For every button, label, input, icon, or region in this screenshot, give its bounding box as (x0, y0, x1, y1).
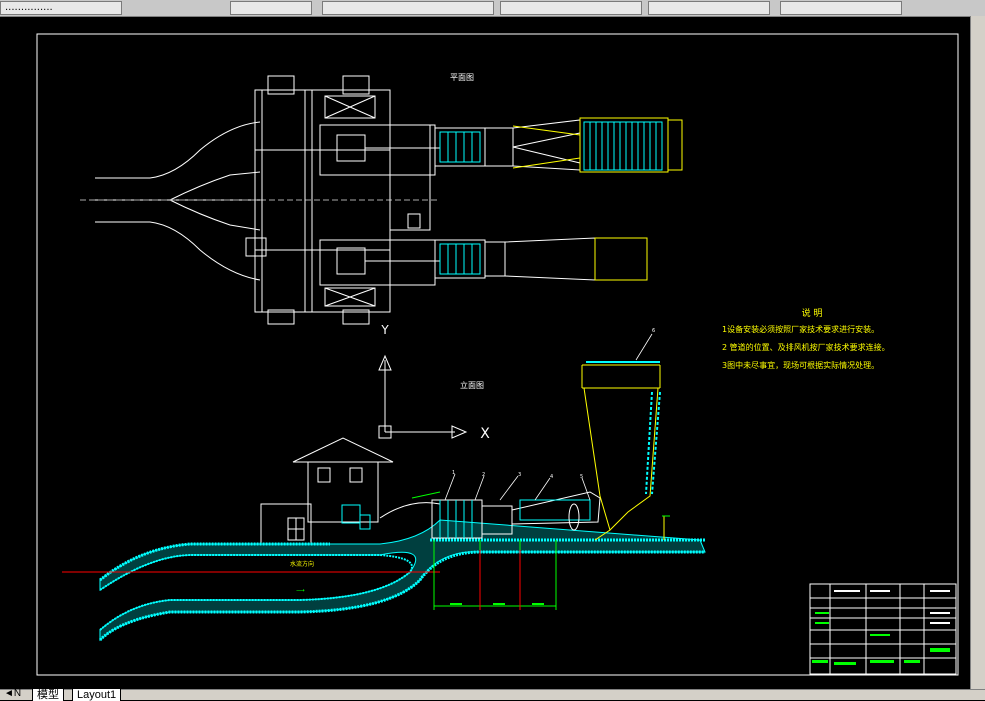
notes-block: 说 明 1设备安装必须按照厂家技术要求进行安装。 2 管道的位置、及排风机按厂家… (722, 307, 890, 370)
toolbar-segment[interactable] (500, 1, 642, 15)
elevation-pumps (431, 491, 601, 539)
window-toolbar: ............... (0, 0, 985, 17)
tab-model[interactable]: 模型 (32, 688, 64, 701)
axis-y-label: Y (380, 323, 389, 337)
title-block-text (812, 612, 950, 665)
vertical-scrollbar[interactable] (970, 16, 985, 692)
callout-leaders (444, 333, 653, 501)
note-1: 1设备安装必须按照厂家技术要求进行安装。 (722, 324, 879, 334)
elevation-title: 立面图 (460, 380, 484, 390)
drawing-canvas[interactable]: Y X 平面图 立面图 水流方向 ⟶ (0, 16, 971, 692)
elevation-channel (98, 519, 706, 642)
elevation-hopper (581, 364, 665, 541)
elevation-building (260, 437, 441, 545)
layout-tab-bar: ◄N 模型 Layout1 (0, 688, 985, 701)
title-block (809, 583, 957, 675)
toolbar-label: ............... (5, 2, 53, 13)
callout-4: 4 (550, 474, 553, 480)
tab-nav-icon[interactable]: ◄N (4, 688, 22, 699)
callout-1: 1 (452, 470, 455, 476)
note-3: 3图中未尽事宜，现场可根据实际情况处理。 (722, 360, 879, 370)
toolbar-segment[interactable] (780, 1, 902, 15)
elevation-pump-detail (341, 500, 473, 538)
toolbar-segment[interactable] (322, 1, 494, 15)
plan-tanks (512, 117, 683, 281)
cad-drawing: Y X 平面图 立面图 水流方向 ⟶ (36, 33, 959, 676)
plan-view (80, 75, 596, 325)
flow-label: 水流方向 (290, 560, 314, 568)
callout-2: 2 (482, 472, 485, 478)
note-2: 2 管道的位置、及排风机按厂家技术要求连接。 (722, 342, 890, 352)
title-block-marks (834, 590, 950, 624)
flow-arrow-label: ⟶ (296, 587, 305, 594)
toolbar-segment[interactable]: ............... (0, 1, 122, 15)
tab-layout1[interactable]: Layout1 (72, 688, 122, 701)
elevation-hopper-screen (586, 361, 661, 495)
drawing-frame (36, 33, 959, 676)
plan-equipment (439, 121, 663, 275)
callout-3: 3 (518, 472, 521, 478)
dimension-texts (450, 603, 544, 605)
ucs-axis (378, 354, 468, 439)
plan-title: 平面图 (450, 73, 474, 82)
axis-x-label: X (480, 426, 490, 442)
toolbar-segment[interactable] (230, 1, 312, 15)
toolbar-segment[interactable] (648, 1, 770, 15)
callouts: 1 2 3 4 5 6 (452, 328, 655, 480)
callout-6: 6 (652, 328, 655, 334)
notes-title: 说 明 (802, 307, 823, 319)
dim-red-ticks (479, 550, 521, 610)
callout-5: 5 (580, 474, 583, 480)
